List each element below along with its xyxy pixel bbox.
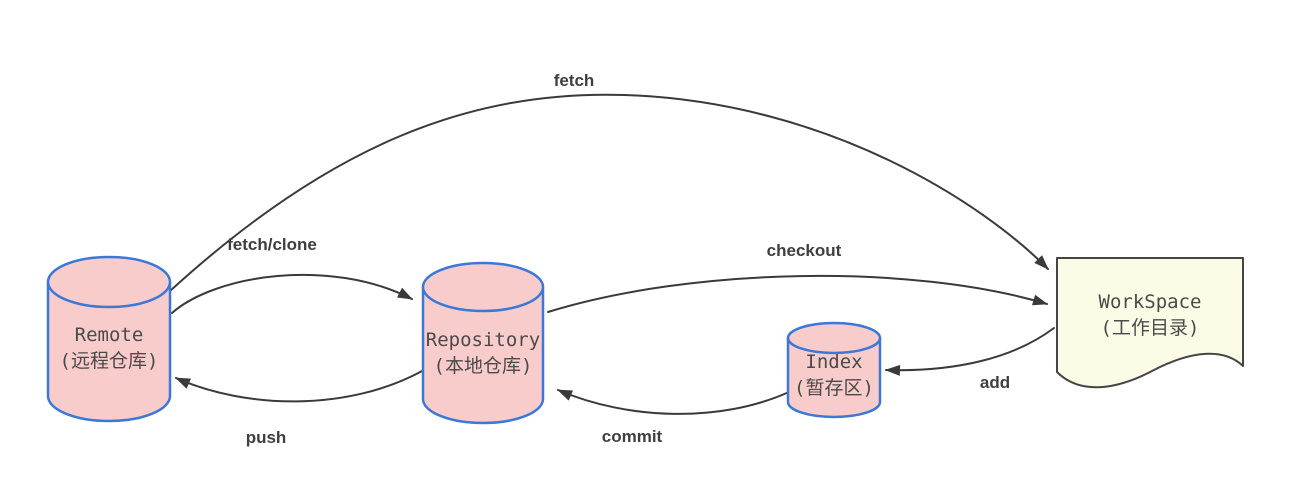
repository-title: Repository bbox=[426, 329, 540, 351]
workspace-subtitle: (工作目录) bbox=[1101, 317, 1200, 339]
node-repository: Repository (本地仓库) bbox=[421, 261, 545, 425]
remote-subtitle: (远程仓库) bbox=[60, 350, 159, 372]
workspace-title: WorkSpace bbox=[1099, 291, 1202, 313]
index-cylinder-body bbox=[786, 338, 882, 419]
workspace-document-shape bbox=[1056, 257, 1244, 389]
repository-subtitle: (本地仓库) bbox=[434, 355, 533, 377]
edge-label-add: add bbox=[980, 373, 1010, 392]
edge-label-commit: commit bbox=[602, 427, 663, 446]
edge-labels: fetch fetch/clone checkout add commit pu… bbox=[227, 71, 1010, 447]
edge-label-fetch: fetch bbox=[554, 71, 595, 90]
remote-cylinder-body bbox=[46, 282, 172, 423]
node-index: Index (暂存区) bbox=[786, 321, 882, 419]
edge-fetch bbox=[169, 93, 1049, 292]
edge-label-checkout: checkout bbox=[767, 241, 842, 260]
index-cylinder-top bbox=[786, 321, 882, 355]
node-workspace: WorkSpace (工作目录) bbox=[1056, 257, 1244, 389]
repository-cylinder-body bbox=[421, 287, 545, 425]
edge-checkout bbox=[547, 274, 1048, 313]
index-subtitle: (暂存区) bbox=[794, 377, 874, 399]
remote-title: Remote bbox=[75, 324, 144, 346]
index-title: Index bbox=[805, 351, 862, 373]
edge-label-fetch-clone: fetch/clone bbox=[227, 235, 317, 254]
node-remote: Remote (远程仓库) bbox=[46, 255, 172, 423]
edge-push bbox=[175, 369, 425, 403]
edges bbox=[169, 93, 1055, 415]
edge-label-push: push bbox=[246, 428, 287, 447]
remote-cylinder-top bbox=[46, 255, 172, 309]
edge-add bbox=[885, 327, 1055, 376]
edge-commit bbox=[557, 389, 790, 415]
edge-fetch-clone bbox=[171, 273, 413, 314]
repository-cylinder-top bbox=[421, 261, 545, 313]
